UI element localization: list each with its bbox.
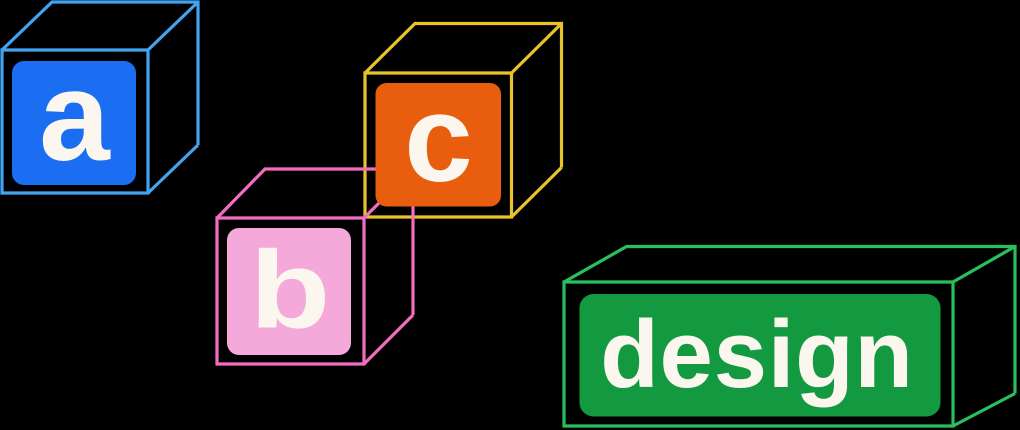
svg-text:design: design xyxy=(600,301,914,408)
svg-text:c: c xyxy=(404,71,472,208)
svg-text:b: b xyxy=(250,228,331,351)
svg-text:a: a xyxy=(39,45,111,187)
